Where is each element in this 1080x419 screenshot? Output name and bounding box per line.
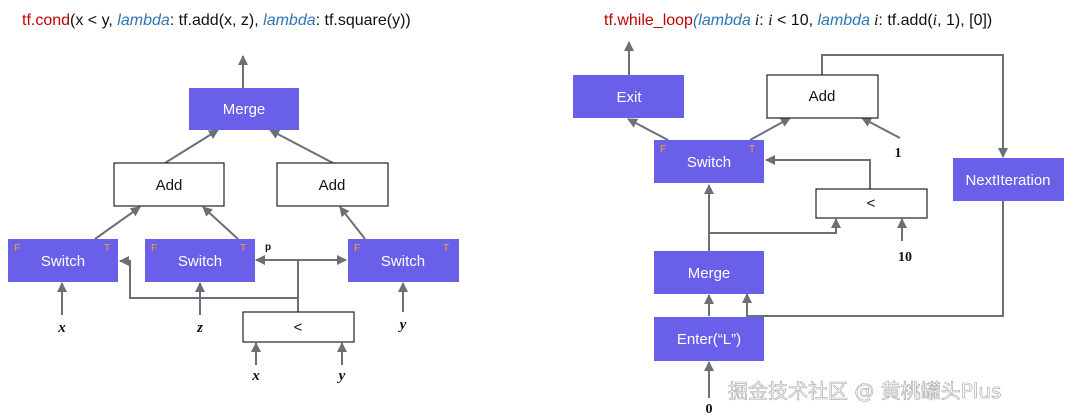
merge-node: Merge <box>189 88 299 130</box>
less-node-loop: < <box>815 188 928 219</box>
add-node-2: Add <box>276 162 389 207</box>
less-node: < <box>242 311 355 343</box>
add-node: Add <box>766 74 879 119</box>
edge-pred-switch1 <box>119 256 298 299</box>
input-z: z <box>196 320 203 336</box>
enter-node: Enter(“L”) <box>654 317 764 361</box>
switch3-false-flag: F <box>354 243 360 254</box>
less-label: < <box>294 319 303 336</box>
while-loop-title: tf.while_loop(lambda i: i < 10, lambda i… <box>604 12 992 29</box>
edge-nextiteration-merge <box>742 201 1004 317</box>
next-iteration-node: NextIteration <box>953 158 1064 201</box>
switch3-true-flag: T <box>443 243 449 254</box>
edge-add-nextiteration <box>821 54 1008 158</box>
loop-less-label: < <box>867 195 876 212</box>
edge-switch-exit <box>627 118 669 141</box>
loop-merge-label: Merge <box>688 265 731 282</box>
add2-label: Add <box>319 177 346 194</box>
add1-label: Add <box>156 177 183 194</box>
switch2-true-flag: T <box>240 243 246 254</box>
edge-switch-add <box>749 117 791 141</box>
switch-node: F T Switch <box>654 140 764 183</box>
switch-label: Switch <box>687 154 731 171</box>
switch2-false-flag: F <box>151 243 157 254</box>
predicate-label: p <box>265 242 271 253</box>
switch1-false-flag: F <box>14 243 20 254</box>
merge-node-loop: Merge <box>654 251 764 294</box>
switch-false-flag: F <box>660 144 666 155</box>
edge-switch3-add2 <box>339 206 366 240</box>
cond-title: tf.cond(x < y, lambda: tf.add(x, z), lam… <box>22 12 411 29</box>
edge-merge-less <box>709 218 841 234</box>
exit-label: Exit <box>616 89 642 106</box>
edge-less-switch <box>765 155 871 189</box>
switch3-label: Switch <box>381 253 425 270</box>
switch1-true-flag: T <box>104 243 110 254</box>
constant-one: 1 <box>895 146 902 161</box>
enter-label: Enter(“L”) <box>677 331 741 348</box>
watermark: 掘金技术社区 @ 黄桃罐头Plus <box>728 379 1001 403</box>
switch-node-3: F T Switch <box>348 239 459 282</box>
add-label: Add <box>809 88 836 105</box>
switch-true-flag: T <box>749 144 755 155</box>
constant-zero: 0 <box>706 402 713 417</box>
edge-one-add <box>861 117 901 139</box>
edge-add1-merge <box>164 129 219 164</box>
edge-add2-merge <box>269 129 334 164</box>
input-x-2: x <box>251 368 260 384</box>
switch-node-2: F T Switch <box>145 239 255 282</box>
input-x-1: x <box>57 320 66 336</box>
while-edges <box>624 41 1008 398</box>
next-iteration-label: NextIteration <box>965 172 1050 189</box>
edge-switch2-add1 <box>202 206 239 240</box>
exit-node: Exit <box>573 75 684 118</box>
input-y-1: y <box>398 317 407 333</box>
input-y-2: y <box>337 368 346 384</box>
switch1-label: Switch <box>41 253 85 270</box>
constant-ten: 10 <box>898 250 912 265</box>
switch2-label: Switch <box>178 253 222 270</box>
add-node-1: Add <box>113 162 225 207</box>
cond-edges <box>57 55 408 365</box>
edge-switch1-add1 <box>94 206 141 240</box>
merge-label: Merge <box>223 101 266 118</box>
switch-node-1: F T Switch <box>8 239 118 282</box>
